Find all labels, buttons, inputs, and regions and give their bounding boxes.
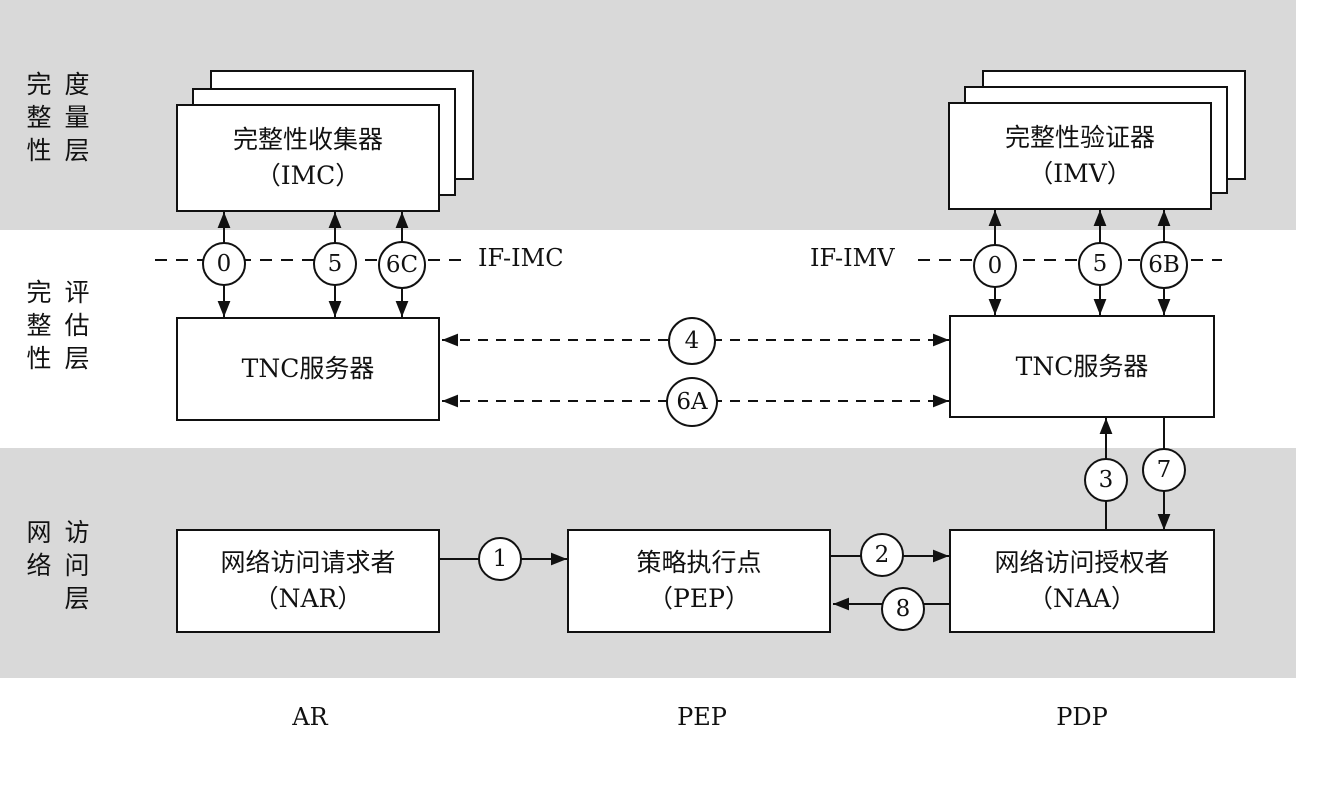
step-5-left: 5 — [313, 242, 357, 286]
nar-abbr: （NAR） — [253, 584, 363, 613]
imv-abbr: （IMV） — [1028, 159, 1132, 188]
if-imv-label: IF-IMV — [810, 244, 895, 272]
naa-name: 网络访问授权者 — [994, 548, 1170, 577]
step-4: 4 — [668, 317, 716, 365]
step-7: 7 — [1142, 448, 1186, 492]
step-6a: 6A — [666, 377, 718, 427]
nar-name: 网络访问请求者 — [220, 548, 396, 577]
tnc-server-box: TNC服务器 — [949, 315, 1215, 418]
step-0-right: 0 — [973, 244, 1017, 288]
imc-name: 完整性收集器 — [232, 125, 383, 154]
pep-name: 策略执行点 — [636, 548, 762, 577]
nar-box: 网络访问请求者 （NAR） — [176, 529, 440, 633]
imv-name: 完整性验证器 — [1004, 123, 1155, 152]
step-0-left: 0 — [202, 242, 246, 286]
step-3: 3 — [1084, 458, 1128, 502]
step-6c: 6C — [378, 241, 426, 289]
pep-abbr: （PEP） — [648, 584, 750, 613]
column-label-pep: PEP — [677, 703, 727, 731]
pep-box: 策略执行点 （PEP） — [567, 529, 831, 633]
step-2: 2 — [860, 533, 904, 577]
layer-label-measurement: 完 整 性 度 量 层 — [26, 70, 90, 165]
if-imc-label: IF-IMC — [478, 244, 564, 272]
step-1: 1 — [478, 537, 522, 581]
step-6b: 6B — [1140, 241, 1188, 289]
layer-label-evaluation: 完 整 性 评 估 层 — [26, 278, 90, 373]
step-5-right: 5 — [1078, 242, 1122, 286]
imv-box: 完整性验证器 （IMV） — [948, 102, 1212, 210]
column-label-pdp: PDP — [1056, 703, 1108, 731]
tnc-client-name: TNC服务器 — [241, 354, 375, 383]
column-label-ar: AR — [292, 703, 328, 731]
imc-box: 完整性收集器 （IMC） — [176, 104, 440, 212]
imc-abbr: （IMC） — [255, 161, 361, 190]
layer-label-network: 网 络 访 问 层 — [26, 518, 90, 613]
naa-box: 网络访问授权者 （NAA） — [949, 529, 1215, 633]
naa-abbr: （NAA） — [1028, 584, 1136, 613]
tnc-server-name: TNC服务器 — [1015, 351, 1149, 381]
step-8: 8 — [881, 587, 925, 631]
tnc-client-box: TNC服务器 — [176, 317, 440, 421]
